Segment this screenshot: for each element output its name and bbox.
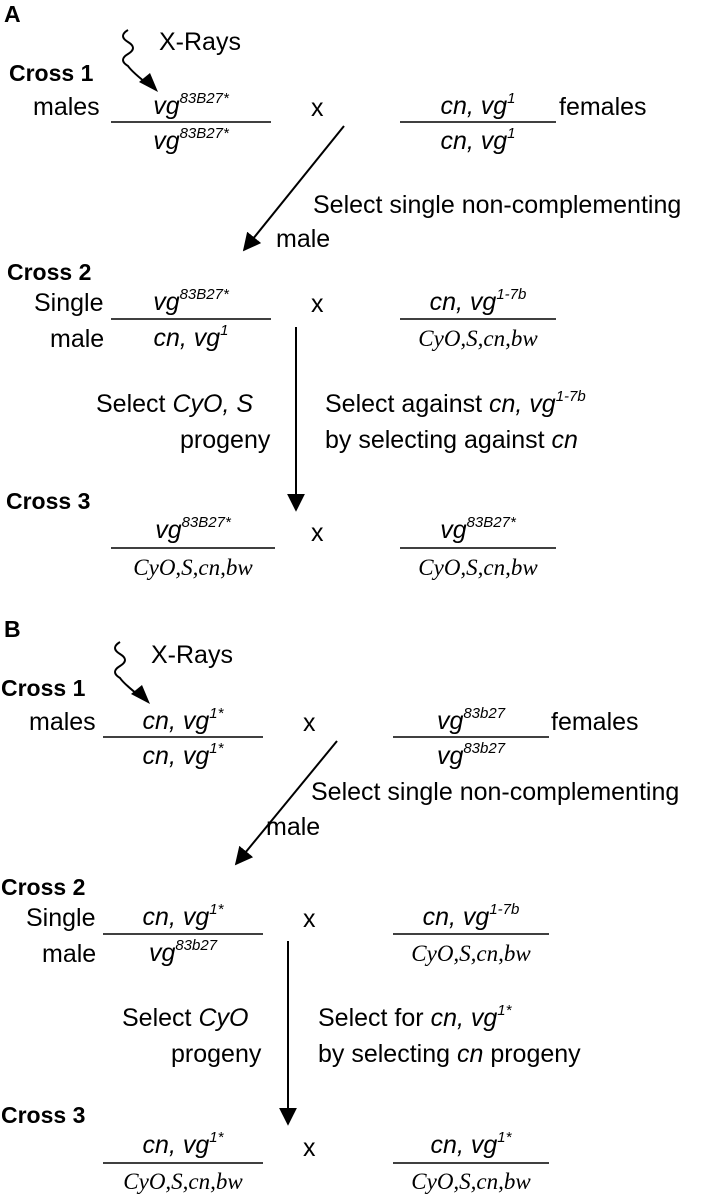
cross1-title: Cross 1 bbox=[9, 60, 94, 86]
cross2-title: Cross 2 bbox=[1, 874, 86, 900]
genotype-male-top: vg83B27* bbox=[153, 285, 229, 316]
selection-text: Select against cn, vg1-7b bbox=[325, 387, 586, 418]
genotype-male-top: vg83B27* bbox=[153, 89, 229, 120]
selection-text: Select for cn, vg1* bbox=[318, 1001, 512, 1032]
cross-symbol: x bbox=[311, 519, 324, 547]
males-label: males bbox=[33, 93, 100, 121]
cross-symbol: x bbox=[311, 94, 324, 122]
selection-text: Select single non-complementing bbox=[311, 778, 680, 806]
selection-text: male bbox=[276, 225, 331, 253]
xray-wave-b bbox=[114, 641, 143, 699]
selection-text: progeny bbox=[180, 426, 271, 454]
genotype-female-top: cn, vg1-7b bbox=[429, 285, 527, 316]
genotype-female-top: cn, vg1-7b bbox=[422, 900, 520, 931]
genotype-male-bottom: vg83B27* bbox=[153, 124, 229, 155]
single-label: Single bbox=[34, 289, 104, 317]
cross-symbol: x bbox=[311, 290, 324, 318]
male-label: male bbox=[42, 940, 97, 968]
cross-symbol: x bbox=[303, 709, 316, 737]
genotype-left-top: cn, vg1* bbox=[142, 1128, 224, 1159]
genotype-female-bottom: cn, vg1 bbox=[440, 124, 516, 155]
cross1-to-cross2-arrow-b bbox=[234, 740, 338, 866]
balancer-chromosome: CyO,S,cn,bw bbox=[133, 555, 253, 580]
cross3-title: Cross 3 bbox=[1, 1102, 86, 1128]
genotype-female-top: cn, vg1 bbox=[440, 89, 516, 120]
genotype-right-top: cn, vg1* bbox=[430, 1128, 512, 1159]
selection-text: by selecting cn progeny bbox=[318, 1040, 581, 1068]
selection-text: Select CyO, S bbox=[96, 390, 254, 418]
balancer-chromosome: CyO,S,cn,bw bbox=[411, 1169, 531, 1194]
balancer-chromosome: CyO,S,cn,bw bbox=[411, 941, 531, 966]
genotype-female-top: vg83b27 bbox=[436, 704, 506, 735]
cross1-to-cross2-arrow-a bbox=[242, 125, 345, 252]
xray-arrowhead-b bbox=[131, 685, 150, 704]
genotype-male-top: cn, vg1* bbox=[142, 704, 224, 735]
selection-text: by selecting against cn bbox=[325, 426, 578, 454]
selection-text: Select CyO bbox=[122, 1004, 249, 1032]
genotype-right-top: vg83B27* bbox=[440, 513, 516, 544]
balancer-chromosome: CyO,S,cn,bw bbox=[418, 555, 538, 580]
panel-b-label: B bbox=[4, 616, 21, 642]
balancer-chromosome: CyO,S,cn,bw bbox=[418, 326, 538, 351]
genotype-left-top: vg83B27* bbox=[155, 513, 231, 544]
genotype-male-top: cn, vg1* bbox=[142, 900, 224, 931]
selection-text: Select single non-complementing bbox=[313, 191, 682, 219]
male-label: male bbox=[50, 325, 105, 353]
cross-symbol: x bbox=[303, 1134, 316, 1162]
cross-symbol: x bbox=[303, 905, 316, 933]
genotype-male-bottom: cn, vg1 bbox=[153, 321, 229, 352]
females-label: females bbox=[551, 708, 639, 736]
xray-wave-a bbox=[122, 29, 151, 87]
selection-text: male bbox=[266, 813, 321, 841]
cross1-title: Cross 1 bbox=[1, 675, 86, 701]
genotype-female-bottom: vg83b27 bbox=[436, 739, 506, 770]
panel-a-label: A bbox=[4, 1, 21, 27]
cross2-title: Cross 2 bbox=[7, 259, 92, 285]
xray-arrowhead-a bbox=[139, 73, 158, 92]
xrays-label: X-Rays bbox=[159, 28, 241, 56]
selection-text: progeny bbox=[171, 1040, 262, 1068]
xrays-label: X-Rays bbox=[151, 641, 233, 669]
genotype-male-bottom: cn, vg1* bbox=[142, 739, 224, 770]
females-label: females bbox=[559, 93, 647, 121]
genotype-male-bottom: vg83b27 bbox=[148, 936, 218, 967]
cross3-title: Cross 3 bbox=[6, 488, 91, 514]
single-label: Single bbox=[26, 904, 96, 932]
balancer-chromosome: CyO,S,cn,bw bbox=[123, 1169, 243, 1194]
males-label: males bbox=[29, 708, 96, 736]
